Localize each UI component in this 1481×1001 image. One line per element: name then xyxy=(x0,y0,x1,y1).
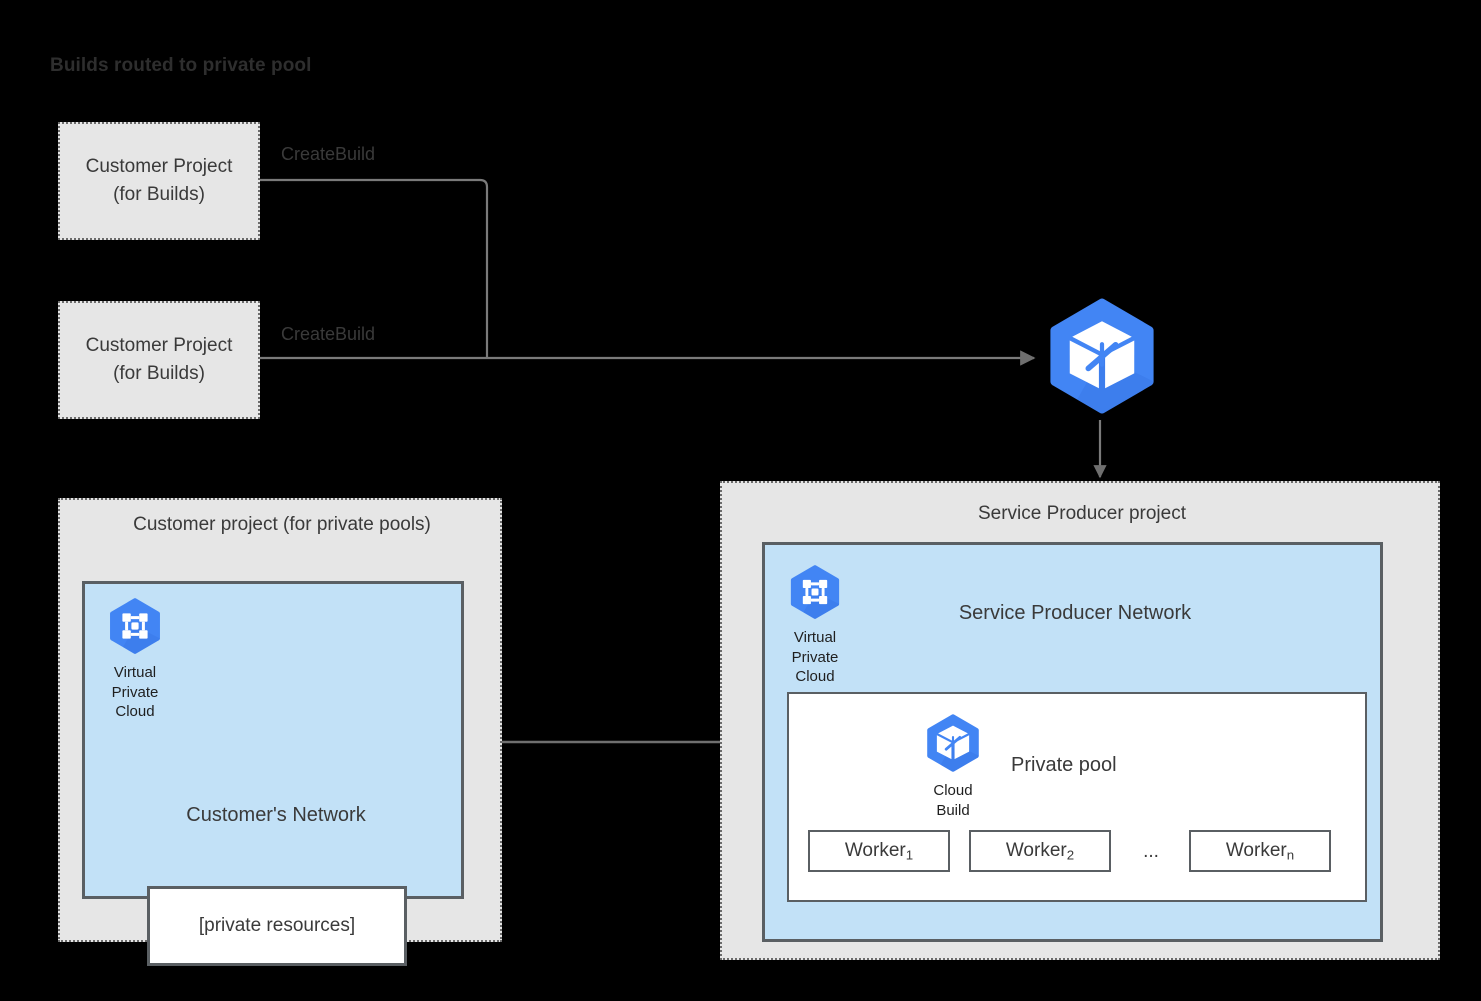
customers-network-title: Customer's Network xyxy=(186,804,366,826)
private-pool-box: Cloud Build Private pool Worker1 Worker2… xyxy=(787,692,1367,902)
private-resources-label: [private resources] xyxy=(198,915,356,936)
customer-build-project-label-2: Customer Project (for Builds) xyxy=(86,332,233,387)
cloud-build-caption: Cloud Build xyxy=(917,781,989,820)
worker-subscript-1: 1 xyxy=(905,847,914,863)
virtual-private-cloud-icon xyxy=(790,565,840,619)
worker-ellipsis: ... xyxy=(1143,841,1159,862)
worker-label-1: Worker1 xyxy=(845,840,913,863)
vpc-caption-line1: Virtual xyxy=(793,629,837,646)
service-producer-project-panel: Service Producer project xyxy=(720,481,1440,960)
createbuild-edge-label-2: CreateBuild xyxy=(281,324,376,344)
cloud-build-icon-group: Cloud Build xyxy=(917,712,989,820)
worker-label-n: Workern xyxy=(1226,840,1294,863)
cbp2-line2: (for Builds) xyxy=(113,363,205,384)
vpc-caption-line2: Private xyxy=(791,648,839,666)
worker-box-1[interactable]: Worker1 xyxy=(808,830,950,872)
cloud-build-caption-line2: Build xyxy=(936,801,970,819)
service-producer-project-title: Service Producer project xyxy=(977,503,1187,524)
cbp1-line2: (for Builds) xyxy=(113,184,205,205)
vpc-caption-line2: Private xyxy=(111,683,159,701)
worker-subscript-n: n xyxy=(1286,847,1295,863)
vpc-caption-line3: Cloud xyxy=(115,703,155,720)
cloud-build-caption-line1: Cloud xyxy=(933,782,973,799)
createbuild-edge-label-1: CreateBuild xyxy=(281,144,376,164)
worker-name-2: Worker xyxy=(1005,839,1067,861)
worker-label-2: Worker2 xyxy=(1006,840,1074,863)
worker-name-1: Worker xyxy=(844,839,906,861)
worker-box-n[interactable]: Workern xyxy=(1189,830,1331,872)
vpc-icon-group-producer: Virtual Private Cloud xyxy=(779,563,851,687)
private-pool-title: Private pool xyxy=(1011,754,1117,776)
customers-network-box: Virtual Private Cloud Customer's Network… xyxy=(82,581,464,966)
customer-build-project-label-1: Customer Project (for Builds) xyxy=(86,153,233,208)
worker-subscript-2: 2 xyxy=(1066,847,1075,863)
customer-private-pools-panel: Customer project (for private pools) xyxy=(58,498,502,966)
vpc-icon-group-customer: Virtual Private Cloud xyxy=(99,596,171,722)
vpc-caption-line3: Cloud xyxy=(795,668,835,685)
customer-build-project-box-2[interactable]: Customer Project (for Builds) xyxy=(58,301,260,419)
private-resources-box[interactable]: [private resources] xyxy=(147,886,407,966)
customer-panel-title: Customer project (for private pools) xyxy=(133,514,431,535)
cloud-build-icon[interactable] xyxy=(1040,294,1164,418)
cloud-build-icon xyxy=(927,714,979,772)
service-producer-network-title: Service Producer Network xyxy=(958,602,1192,624)
vpc-caption-line1: Virtual xyxy=(113,664,157,681)
virtual-private-cloud-icon xyxy=(110,598,160,654)
vpc-caption-producer: Virtual Private Cloud xyxy=(779,628,851,687)
vpc-caption-customer: Virtual Private Cloud xyxy=(99,663,171,722)
cbp2-line1: Customer Project xyxy=(85,335,233,357)
diagram-title: Builds routed to private pool xyxy=(50,55,312,76)
worker-name-n: Worker xyxy=(1225,839,1287,861)
cbp1-line1: Customer Project xyxy=(85,156,233,178)
customer-build-project-box-1[interactable]: Customer Project (for Builds) xyxy=(58,122,260,240)
service-producer-network-box: Virtual Private Cloud Service Producer N… xyxy=(762,542,1383,942)
worker-box-2[interactable]: Worker2 xyxy=(969,830,1111,872)
